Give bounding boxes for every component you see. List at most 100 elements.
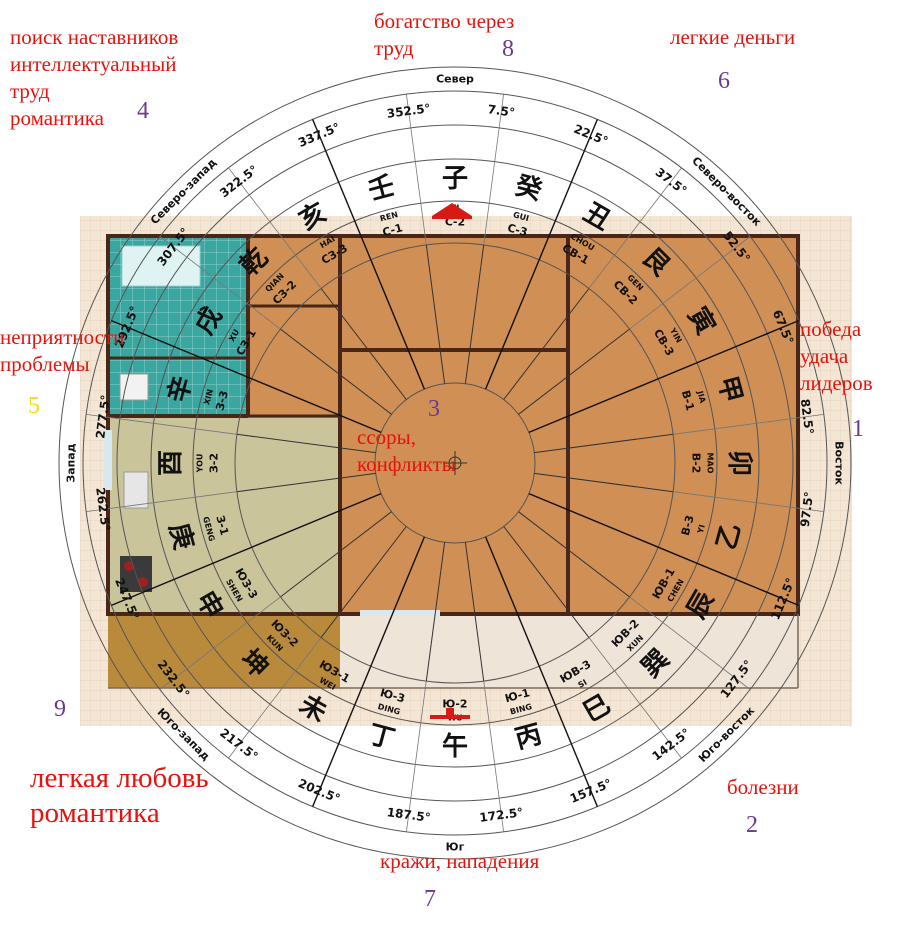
direction-west: Запад: [65, 443, 78, 482]
sector-line: [111, 319, 382, 434]
note-text: конфликты: [357, 452, 456, 476]
degree-label: 337.5°: [296, 120, 342, 150]
sector-line: [503, 526, 590, 638]
note-east: победа удача лидеров: [800, 316, 873, 397]
degree-label: 277.5°: [93, 394, 113, 439]
degree-label: 352.5°: [386, 101, 431, 121]
sector-line: [534, 472, 674, 493]
sector-line: [311, 119, 426, 390]
degree-label: 187.5°: [386, 805, 431, 825]
stove-burner: [138, 577, 148, 587]
sector-line: [518, 511, 630, 598]
mountain-glyph: 酉: [156, 450, 186, 476]
note-northeast: легкие деньги: [670, 24, 795, 51]
ring-outermost: [58, 66, 852, 860]
mountain-pinyin: MAO: [706, 453, 715, 474]
note-north: богатство через труд: [374, 8, 514, 62]
sector-line: [86, 491, 237, 512]
sector-line: [588, 637, 682, 759]
degree-label: 172.5°: [479, 805, 524, 825]
note-text: поиск наставников: [10, 25, 179, 49]
sector-lines: [86, 94, 824, 832]
sector-line: [159, 596, 281, 690]
degree-label: 82.5°: [798, 398, 817, 435]
number-northeast: 6: [718, 68, 730, 94]
degree-label: 157.5°: [568, 776, 614, 806]
mountain-pinyin: YI: [696, 524, 707, 536]
mountain-pinyin: SI: [576, 678, 588, 690]
window-west: [104, 430, 112, 490]
degree-label: 202.5°: [296, 776, 342, 806]
direction-north: Север: [436, 73, 474, 86]
number-south: 7: [424, 886, 436, 912]
mountain-glyph: 子: [442, 164, 468, 194]
sector-line: [518, 328, 630, 415]
degree-label: 142.5°: [649, 726, 692, 764]
degree-label: 217.5°: [217, 726, 260, 764]
note-southeast: болезни: [727, 774, 799, 801]
mountain-code: Ю-2: [442, 698, 467, 711]
mountain-code: С-3: [506, 221, 529, 239]
sector-line: [503, 288, 590, 400]
number-southeast: 2: [746, 812, 758, 838]
note-south: кражи, нападения: [380, 848, 539, 875]
mountain-code: В-3: [679, 514, 697, 537]
sector-line: [673, 414, 824, 435]
number-east: 1: [852, 416, 864, 442]
note-text: кражи, нападения: [380, 849, 540, 873]
note-text: лидеров: [800, 371, 873, 395]
note-west: неприятности проблемы: [0, 324, 124, 378]
mountain-code: Ю-3: [379, 686, 407, 705]
north-bar: [432, 216, 472, 219]
number-north: 8: [502, 36, 514, 62]
number-center: 3: [428, 396, 440, 422]
mountain-code: В-1: [679, 389, 697, 412]
ring-outer: [82, 90, 828, 836]
note-text: неприятности: [0, 325, 125, 349]
sector-line: [464, 244, 485, 384]
mountain-glyph: 卯: [724, 450, 754, 476]
mountain-pinyin: XIN: [202, 388, 215, 406]
note-text: интеллектуальный: [10, 52, 177, 76]
note-text: богатство через: [374, 9, 515, 33]
sector-line: [406, 94, 427, 245]
center-marker: [443, 451, 467, 475]
sector-line: [228, 637, 322, 759]
mountain-code: Ю-1: [504, 686, 532, 705]
mountain-pinyin: GUI: [512, 210, 530, 223]
note-text: болезни: [727, 775, 799, 799]
ring-glyphs: [150, 158, 760, 768]
note-northwest: поиск наставников интеллектуальный труд …: [10, 24, 178, 132]
sector-line: [86, 414, 237, 435]
note-text: победа: [800, 317, 862, 341]
sector-line: [280, 328, 392, 415]
note-southwest: легкая любовь романтика: [30, 761, 209, 831]
sector-line: [484, 119, 599, 390]
north-marker: [432, 203, 472, 219]
note-text: ссоры,: [357, 425, 417, 449]
floor-terrace: [108, 614, 340, 688]
wc: [119, 373, 149, 401]
sector-line: [483, 94, 504, 245]
mountain-pinyin: JIA: [695, 389, 707, 405]
direction-south: Юг: [446, 841, 465, 854]
ring-inner: [234, 242, 676, 684]
note-text: легкие деньги: [670, 25, 796, 49]
sector-line: [236, 472, 376, 493]
sector-line: [534, 433, 674, 454]
sector-line: [483, 681, 504, 832]
note-center: ссоры, конфликты: [357, 424, 456, 478]
compass-rings: [58, 66, 852, 860]
sector-line: [673, 491, 824, 512]
note-text: труд: [374, 36, 414, 60]
degree-label: 7.5°: [487, 102, 516, 119]
sector-line: [111, 492, 382, 607]
mountain-glyph: 癸: [511, 170, 546, 207]
mountain-code: В-2: [690, 453, 703, 474]
sector-line: [425, 542, 446, 682]
sink: [123, 471, 149, 509]
number-west: 5: [28, 393, 40, 419]
sector-line: [228, 167, 322, 289]
mountain-pinyin: YOU: [196, 454, 205, 474]
